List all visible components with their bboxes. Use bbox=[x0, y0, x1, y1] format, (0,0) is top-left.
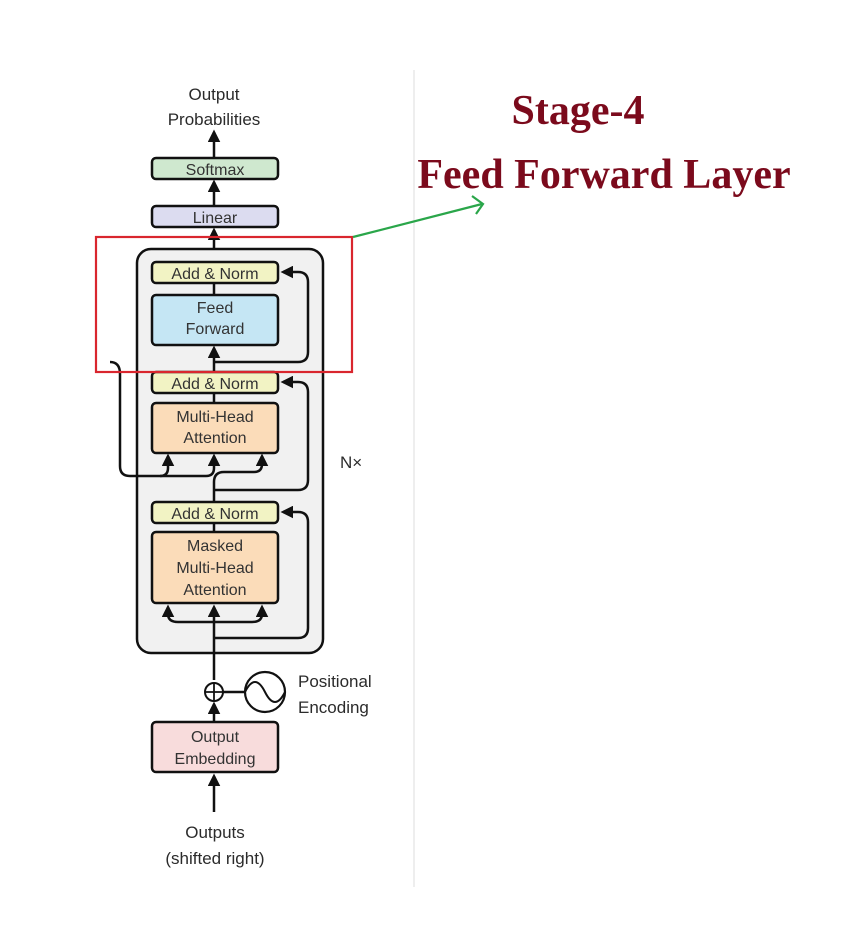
masked-attention-label-line1: Masked bbox=[187, 538, 243, 555]
mha-label-line2: Attention bbox=[183, 430, 246, 447]
masked-residual-connection bbox=[214, 505, 310, 640]
stage-title: Stage-4 bbox=[512, 88, 645, 134]
feed-forward-highlight-box bbox=[94, 235, 354, 374]
outputs-label-line2: (shifted right) bbox=[165, 849, 264, 868]
positional-encoding-label-line1: Positional bbox=[298, 672, 372, 691]
ff-residual-connection bbox=[214, 265, 310, 364]
encoder-input-v bbox=[160, 453, 221, 478]
output-probabilities-label-line2: Probabilities bbox=[168, 110, 261, 129]
ff-add-norm-label: Add & Norm bbox=[171, 266, 258, 283]
mha-add-norm-label: Add & Norm bbox=[171, 376, 258, 393]
softmax-label: Softmax bbox=[186, 162, 245, 179]
output-embedding-label-line1: Output bbox=[191, 729, 240, 746]
multi-head-attention-box bbox=[150, 401, 280, 455]
output-embedding-label-line2: Embedding bbox=[175, 751, 256, 768]
layer-title: Feed Forward Layer bbox=[417, 152, 790, 198]
linear-label: Linear bbox=[193, 210, 238, 227]
masked-input-v bbox=[214, 604, 269, 624]
encoder-input-k bbox=[109, 360, 175, 478]
masked-attention-label-line2: Multi-Head bbox=[176, 560, 253, 577]
query-input bbox=[212, 453, 269, 502]
output-embedding-box bbox=[150, 720, 280, 774]
nx-label: N× bbox=[340, 453, 362, 472]
masked-attention-label-line3: Attention bbox=[183, 582, 246, 599]
masked-add-norm-label: Add & Norm bbox=[171, 506, 258, 523]
softmax-box bbox=[150, 156, 280, 181]
output-probabilities-label-line1: Output bbox=[188, 85, 239, 104]
pointer-arrow-head bbox=[471, 195, 485, 215]
sine-wave-path bbox=[244, 681, 286, 703]
masked-attention-box bbox=[150, 530, 280, 605]
pointer-arrow-line bbox=[352, 202, 483, 239]
positional-encoding-label-line2: Encoding bbox=[298, 698, 369, 717]
mha-label-line1: Multi-Head bbox=[176, 409, 253, 426]
outputs-label-line1: Outputs bbox=[185, 823, 245, 842]
linear-box bbox=[150, 204, 280, 229]
feed-forward-box bbox=[150, 293, 280, 347]
feed-forward-label-line1: Feed bbox=[197, 300, 233, 317]
masked-input-k bbox=[161, 604, 214, 624]
feed-forward-label-line2: Forward bbox=[186, 321, 245, 338]
mha-residual-connection bbox=[214, 375, 310, 492]
